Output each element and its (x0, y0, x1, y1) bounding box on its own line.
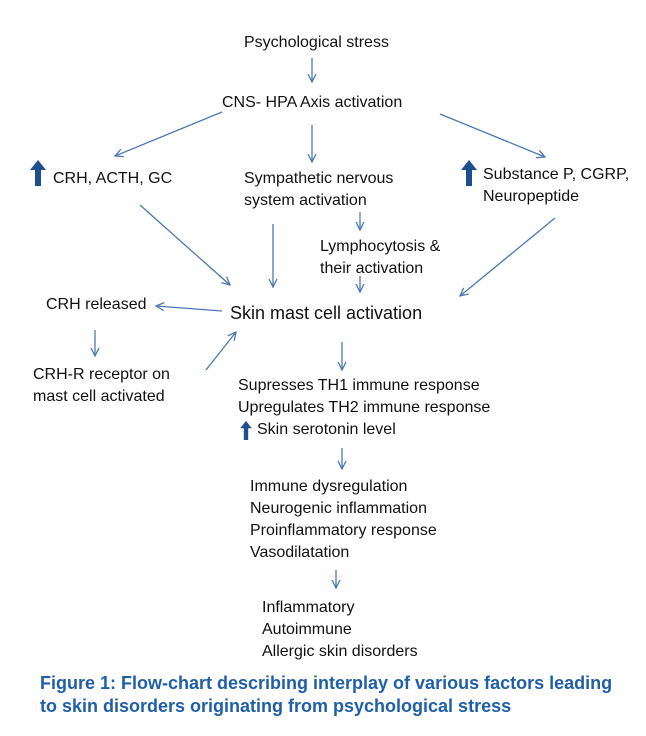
node-line: Sympathetic nervous (244, 170, 394, 187)
node-skin-mast-cell-activation: Skin mast cell activation (230, 303, 423, 323)
node-line: CRH-R receptor on (33, 366, 170, 383)
node-substance-p: Substance P, CGRP, Neuropeptide (483, 164, 629, 208)
up-arrow-icon (461, 160, 477, 186)
node-skin-disorders: Inflammatory Autoimmune Allergic skin di… (262, 597, 418, 663)
node-psychological-stress: Psychological stress (244, 34, 389, 51)
node-line: Proinflammatory response (250, 522, 437, 539)
arrow-receptor-to-mast (205, 332, 236, 371)
node-crh-acth-gc: CRH, ACTH, GC (53, 170, 173, 187)
node-line: their activation (320, 260, 424, 277)
node-th-immune-response: Supresses TH1 immune response Upregulate… (238, 375, 490, 419)
arrow-mast-to-crh-released (156, 306, 223, 312)
node-line: mast cell activated (33, 388, 165, 405)
up-arrow-icon (240, 421, 252, 440)
node-immune-dysregulation: Immune dysregulation Neurogenic inflamma… (250, 476, 437, 564)
arrow-cns-to-crh (115, 111, 223, 156)
node-line: Lymphocytosis & (320, 238, 441, 255)
node-crh-receptor: CRH-R receptor on mast cell activated (33, 364, 170, 408)
node-line: Inflammatory (262, 599, 355, 616)
node-line: Substance P, CGRP, (483, 166, 630, 183)
node-crh-released: CRH released (46, 296, 147, 313)
node-line: Neurogenic inflammation (250, 500, 427, 517)
figure-caption: Figure 1: Flow-chart describing interpla… (40, 672, 640, 718)
up-arrow-icon (30, 160, 46, 186)
node-line: Allergic skin disorders (262, 643, 418, 660)
caption-line: Figure 1: Flow-chart describing interpla… (40, 673, 613, 693)
node-line: Neuropeptide (483, 188, 580, 205)
node-line: system activation (244, 192, 367, 209)
arrow-cns-to-substance (439, 113, 545, 157)
node-lymphocytosis: Lymphocytosis & their activation (320, 236, 440, 280)
node-skin-serotonin: Skin serotonin level (257, 421, 396, 438)
node-line: Supresses TH1 immune response (238, 377, 480, 394)
node-line: Vasodilatation (250, 544, 350, 561)
node-sympathetic-activation: Sympathetic nervous system activation (244, 168, 393, 212)
node-cns-hpa-axis: CNS- HPA Axis activation (222, 94, 403, 111)
arrow-substance-to-mast (460, 217, 556, 296)
arrow-crh-to-mast (139, 204, 230, 285)
caption-line: to skin disorders originating from psych… (40, 696, 512, 716)
node-line: Autoimmune (262, 621, 352, 638)
node-line: Immune dysregulation (250, 478, 408, 495)
node-line: Upregulates TH2 immune response (238, 399, 491, 416)
